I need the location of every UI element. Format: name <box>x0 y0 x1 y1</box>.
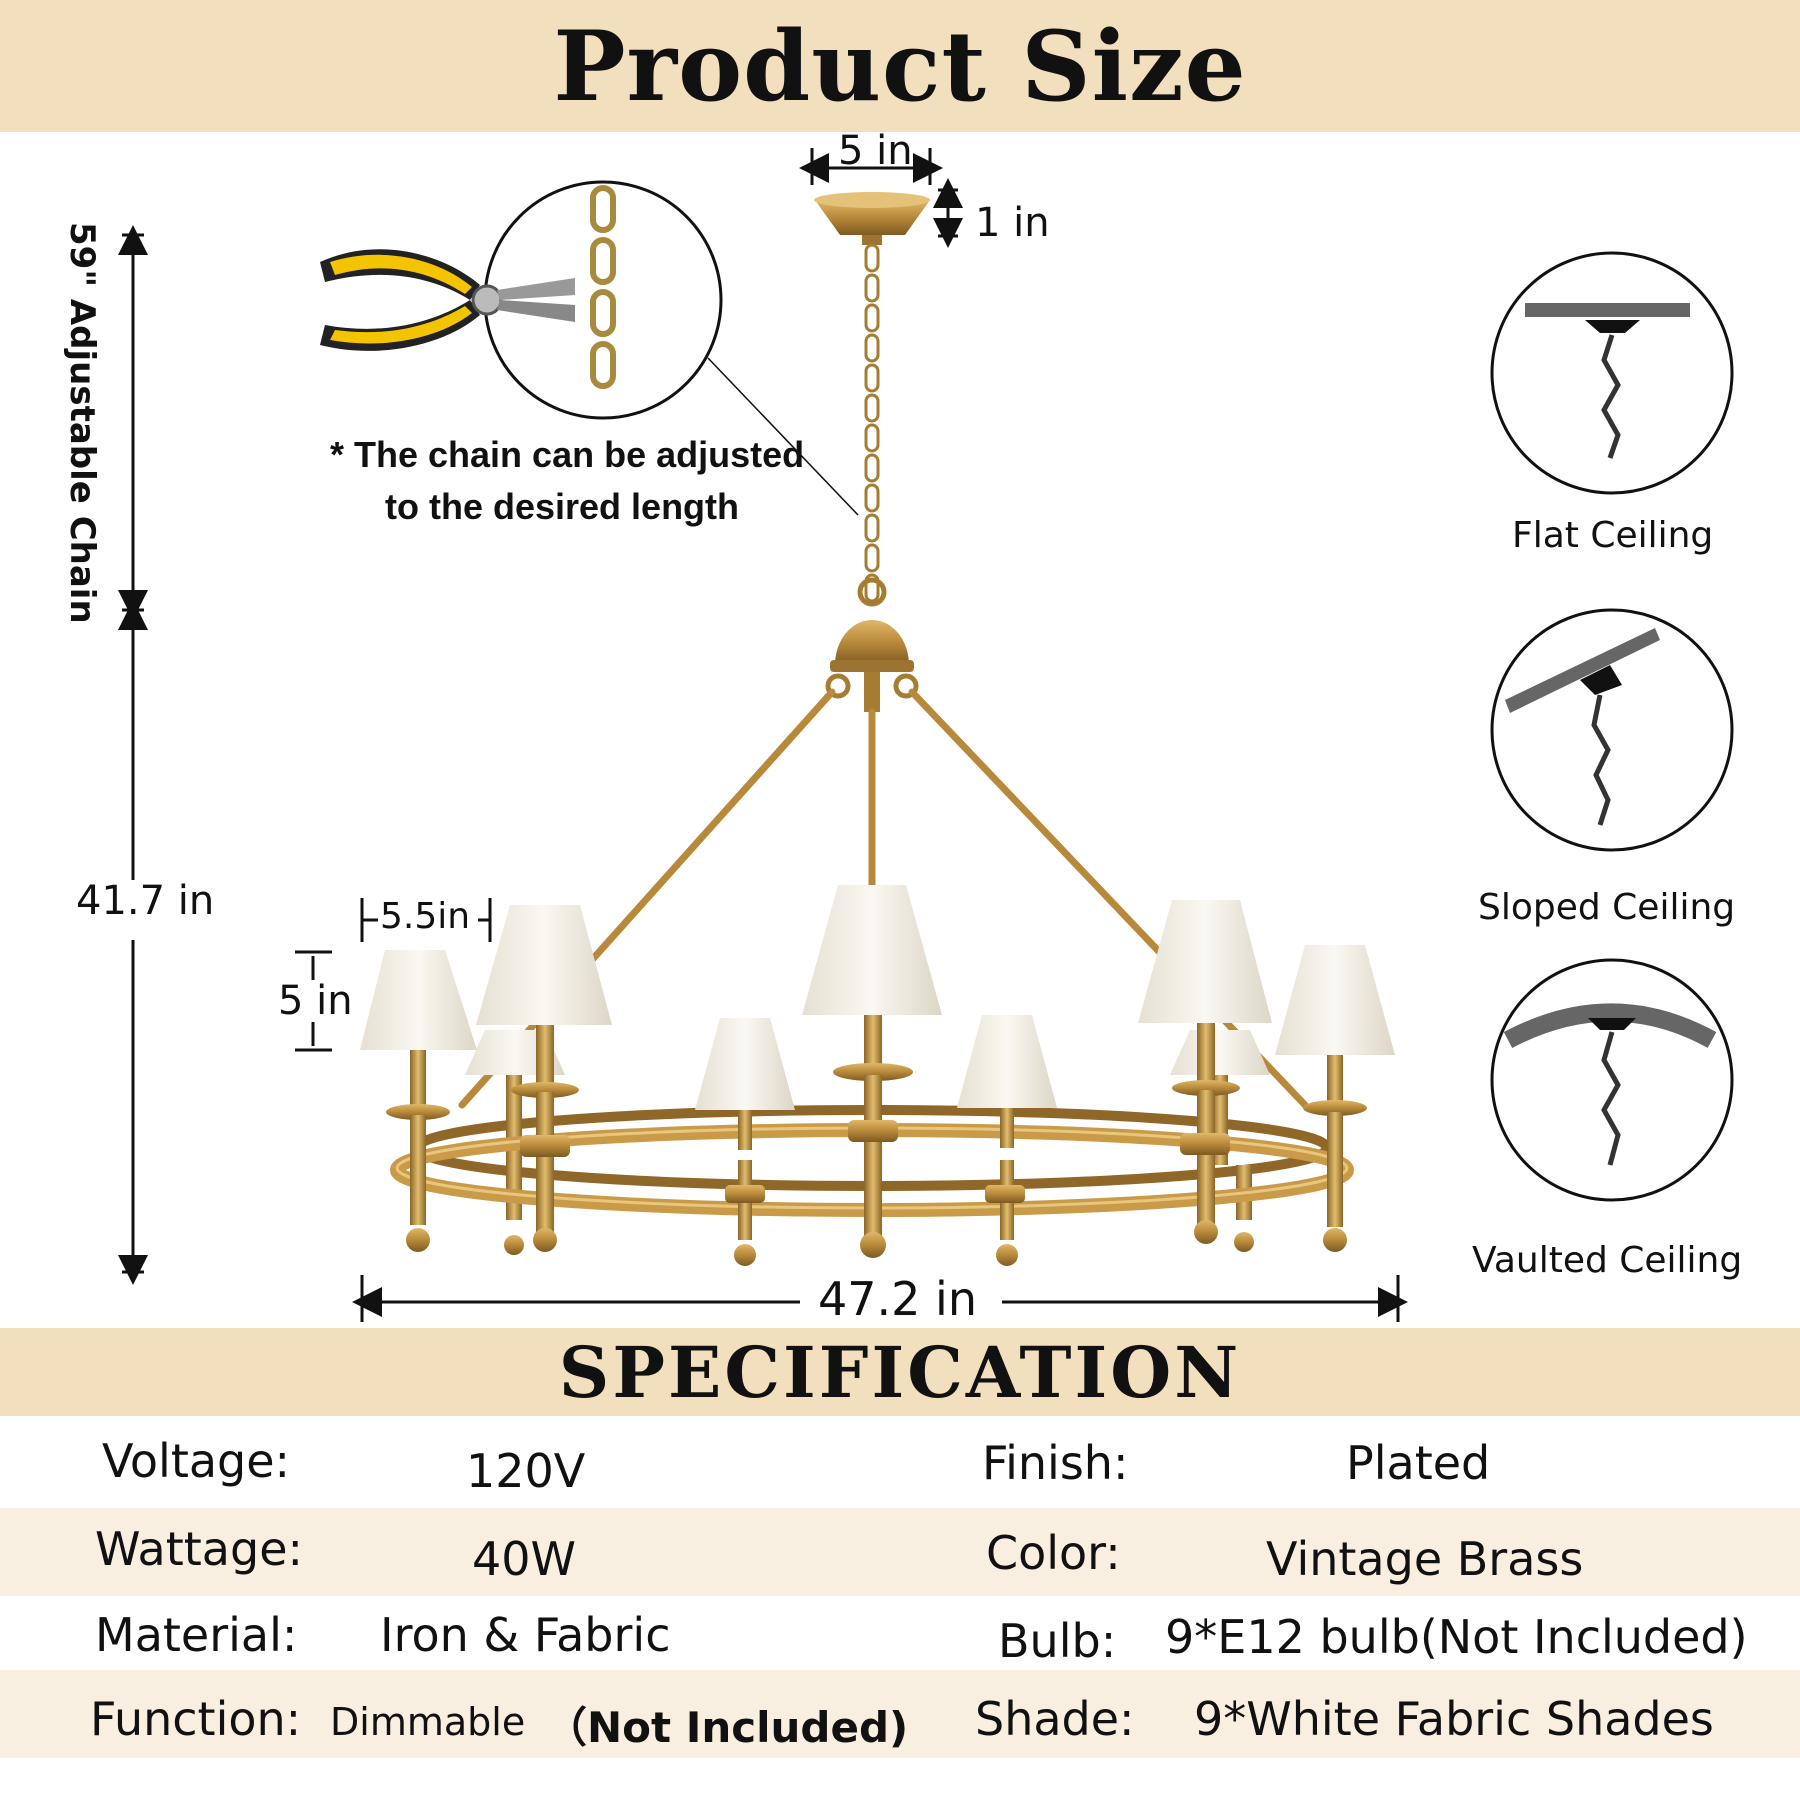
spec-row-stripe-2 <box>0 1508 1800 1596</box>
front-candles <box>360 885 1395 1266</box>
spec-material-value: Iron & Fabric <box>380 1608 671 1662</box>
chain <box>864 243 880 603</box>
spec-function-label: Function: <box>90 1692 302 1746</box>
vaulted-ceiling-icon <box>1490 958 1734 1202</box>
ceiling-label-sloped: Sloped Ceiling <box>1478 887 1736 928</box>
spec-function-note: （Not Included) <box>545 1703 909 1752</box>
chain-note-line2: to the desired length <box>385 486 740 527</box>
spec-voltage-value: 120V <box>466 1444 586 1498</box>
body-height-label: 41.7 in <box>76 878 215 924</box>
spec-bulb-label: Bulb: <box>998 1614 1117 1668</box>
spec-row-stripe-4 <box>0 1670 1800 1758</box>
spec-shade-value: 9*White Fabric Shades <box>1194 1692 1714 1746</box>
flat-ceiling-icon <box>1490 251 1734 495</box>
ceiling-label-vaulted: Vaulted Ceiling <box>1472 1240 1743 1281</box>
canopy-height-label: 1 in <box>975 200 1050 246</box>
spec-finish-value: Plated <box>1346 1436 1491 1490</box>
sloped-ceiling-icon <box>1490 608 1734 852</box>
chain-detail-callout <box>483 180 859 516</box>
shade-width-label: 5.5in <box>380 896 471 937</box>
spec-wattage-label: Wattage: <box>95 1522 303 1576</box>
specification-title: SPECIFICATION <box>558 1330 1242 1414</box>
chain-note-line1: * The chain can be adjusted <box>330 434 805 475</box>
title-banner: Product Size <box>0 0 1800 132</box>
canopy-width-label: 5 in <box>838 128 913 174</box>
spec-voltage-label: Voltage: <box>102 1434 291 1488</box>
spec-material-label: Material: <box>95 1608 298 1662</box>
spec-color-value: Vintage Brass <box>1266 1532 1584 1586</box>
specification-banner: SPECIFICATION <box>0 1328 1800 1416</box>
spec-color-label: Color: <box>986 1526 1121 1580</box>
spec-bulb-value: 9*E12 bulb(Not Included) <box>1165 1610 1748 1664</box>
spec-finish-label: Finish: <box>982 1436 1129 1490</box>
page-title: Product Size <box>553 9 1247 123</box>
overall-width-label: 47.2 in <box>818 1272 977 1326</box>
spec-shade-label: Shade: <box>975 1692 1135 1746</box>
shade-height-label: 5 in <box>278 978 353 1024</box>
ball-hub <box>825 577 919 712</box>
pliers-icon <box>320 249 575 351</box>
ceiling-label-flat: Flat Ceiling <box>1512 515 1714 556</box>
chain-length-label: 59" Adjustable Chain <box>62 222 102 624</box>
spec-wattage-value: 40W <box>472 1532 577 1586</box>
chandelier-illustration <box>118 148 1734 1322</box>
dimension-lines <box>118 148 1408 1322</box>
spec-function-value: Dimmable <box>330 1700 526 1744</box>
canopy <box>814 192 930 245</box>
